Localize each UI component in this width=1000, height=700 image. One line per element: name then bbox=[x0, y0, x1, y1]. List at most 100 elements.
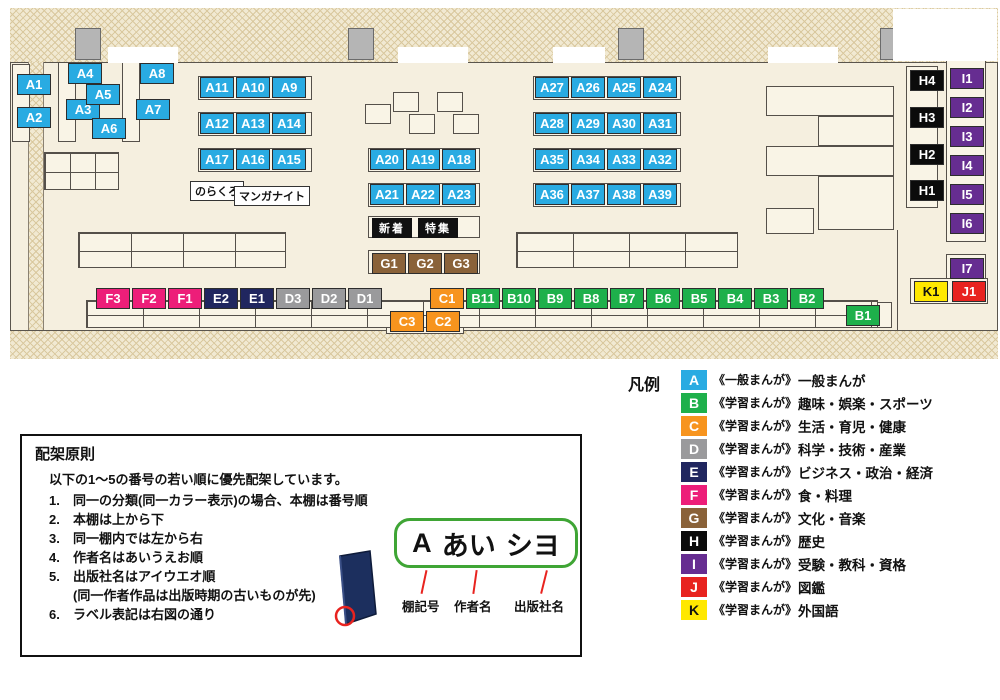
shelf-block bbox=[453, 114, 479, 134]
shelf-label-A35: A35 bbox=[535, 149, 569, 170]
shelf-block bbox=[409, 114, 435, 134]
shelving-principles-panel: 配架原則 以下の1〜5の番号の若い順に優先配架しています。 1.同一の分類(同一… bbox=[20, 434, 582, 657]
shelf-block bbox=[78, 232, 286, 268]
pillar bbox=[348, 28, 374, 60]
legend-chip: H bbox=[681, 530, 707, 551]
shelf-block bbox=[946, 60, 986, 242]
legend-item-F: F《学習まんが》食・料理 bbox=[681, 483, 990, 506]
label-caption: 棚記号 bbox=[402, 600, 440, 614]
doorway bbox=[893, 9, 997, 61]
legend-prefix: 《学習まんが》 bbox=[713, 465, 798, 479]
legend-category: 科学・技術・産業 bbox=[798, 442, 907, 458]
shelf-label-A5: A5 bbox=[86, 84, 120, 105]
shelf-block bbox=[766, 146, 894, 176]
map-text-label: 新着 bbox=[372, 218, 412, 238]
hatched-area bbox=[10, 330, 998, 359]
shelf-label-I4: I4 bbox=[950, 155, 984, 176]
shelf-label-B8: B8 bbox=[574, 288, 608, 309]
shelf-label-A19: A19 bbox=[406, 149, 440, 170]
legend-category: 生活・育児・健康 bbox=[798, 419, 907, 435]
shelf-label-I1: I1 bbox=[950, 68, 984, 89]
rule-line-7: 6.ラベル表記は右図の通り bbox=[49, 607, 217, 622]
shelf-label-B3: B3 bbox=[754, 288, 788, 309]
shelf-label-A36: A36 bbox=[535, 184, 569, 205]
pointer-line bbox=[540, 570, 548, 594]
wall-line bbox=[897, 230, 898, 330]
shelf-label-A33: A33 bbox=[607, 149, 641, 170]
shelf-label-K1: K1 bbox=[914, 281, 948, 302]
doorway bbox=[768, 47, 838, 63]
shelf-label-B6: B6 bbox=[646, 288, 680, 309]
shelf-label-E1: E1 bbox=[240, 288, 274, 309]
shelf-label-H4: H4 bbox=[910, 70, 944, 91]
legend-title: 凡例 bbox=[628, 377, 661, 394]
shelf-label-A34: A34 bbox=[571, 149, 605, 170]
shelf-label-A11: A11 bbox=[200, 77, 234, 98]
shelf-label-A30: A30 bbox=[607, 113, 641, 134]
legend-prefix: 《学習まんが》 bbox=[713, 396, 798, 410]
rule-line-3: 3.同一棚内では左から右 bbox=[49, 531, 204, 546]
shelf-label-A31: A31 bbox=[643, 113, 677, 134]
shelf-label-A10: A10 bbox=[236, 77, 270, 98]
shelf-label-G3: G3 bbox=[444, 253, 478, 274]
shelf-label-A39: A39 bbox=[643, 184, 677, 205]
shelf-label-H1: H1 bbox=[910, 180, 944, 201]
legend-category: 受験・教科・資格 bbox=[798, 557, 907, 573]
shelf-label-D3: D3 bbox=[276, 288, 310, 309]
legend-prefix: 《学習まんが》 bbox=[713, 580, 798, 594]
shelf-label-A21: A21 bbox=[370, 184, 404, 205]
book-icon bbox=[330, 548, 382, 635]
shelf-label-A32: A32 bbox=[643, 149, 677, 170]
legend-chip: G bbox=[681, 507, 707, 528]
shelf-label-B10: B10 bbox=[502, 288, 536, 309]
legend-chip: F bbox=[681, 484, 707, 505]
label-caption: 作者名 bbox=[454, 600, 492, 614]
legend-item-J: J《学習まんが》図鑑 bbox=[681, 575, 990, 598]
shelf-label-B11: B11 bbox=[466, 288, 500, 309]
shelf-label-A26: A26 bbox=[571, 77, 605, 98]
legend-category: 図鑑 bbox=[798, 580, 826, 596]
shelf-label-H3: H3 bbox=[910, 107, 944, 128]
shelf-block bbox=[766, 86, 894, 116]
shelf-block bbox=[766, 208, 814, 234]
label-caption: 出版社名 bbox=[514, 600, 565, 614]
shelf-block bbox=[516, 232, 738, 268]
shelf-label-B4: B4 bbox=[718, 288, 752, 309]
map-text-label: マンガナイト bbox=[234, 186, 310, 206]
legend-item-K: K《学習まんが》外国語 bbox=[681, 598, 990, 621]
pillar bbox=[618, 28, 644, 60]
shelf-label-A14: A14 bbox=[272, 113, 306, 134]
shelf-label-A6: A6 bbox=[92, 118, 126, 139]
shelf-label-G2: G2 bbox=[408, 253, 442, 274]
shelf-label-A1: A1 bbox=[17, 74, 51, 95]
shelf-label-B2: B2 bbox=[790, 288, 824, 309]
legend-prefix: 《学習まんが》 bbox=[713, 603, 798, 617]
legend-item-H: H《学習まんが》歴史 bbox=[681, 529, 990, 552]
rule-line-6: (同一作者作品は出版時期の古いものが先) bbox=[73, 588, 316, 603]
shelf-label-A4: A4 bbox=[68, 63, 102, 84]
shelf-block bbox=[818, 176, 894, 230]
shelf-block bbox=[818, 116, 894, 146]
legend-item-A: A《一般まんが》一般まんが bbox=[681, 368, 990, 391]
shelf-block bbox=[365, 104, 391, 124]
rule-line-4: 4.作者名はあいうえお順 bbox=[49, 550, 204, 565]
legend-chip: K bbox=[681, 599, 707, 620]
label-segment: A bbox=[412, 527, 432, 558]
legend-category: 一般まんが bbox=[798, 373, 866, 389]
legend-category: ビジネス・政治・経済 bbox=[798, 465, 934, 481]
legend-prefix: 《学習まんが》 bbox=[713, 419, 798, 433]
legend-prefix: 《学習まんが》 bbox=[713, 557, 798, 571]
shelf-label-F2: F2 bbox=[132, 288, 166, 309]
rule-line-1: 1.同一の分類(同一カラー表示)の場合、本棚は番号順 bbox=[49, 493, 368, 508]
shelf-label-A12: A12 bbox=[200, 113, 234, 134]
shelf-label-G1: G1 bbox=[372, 253, 406, 274]
legend-chip: E bbox=[681, 461, 707, 482]
doorway bbox=[398, 47, 468, 63]
shelf-label-E2: E2 bbox=[204, 288, 238, 309]
shelf-label-A38: A38 bbox=[607, 184, 641, 205]
shelf-label-A25: A25 bbox=[607, 77, 641, 98]
